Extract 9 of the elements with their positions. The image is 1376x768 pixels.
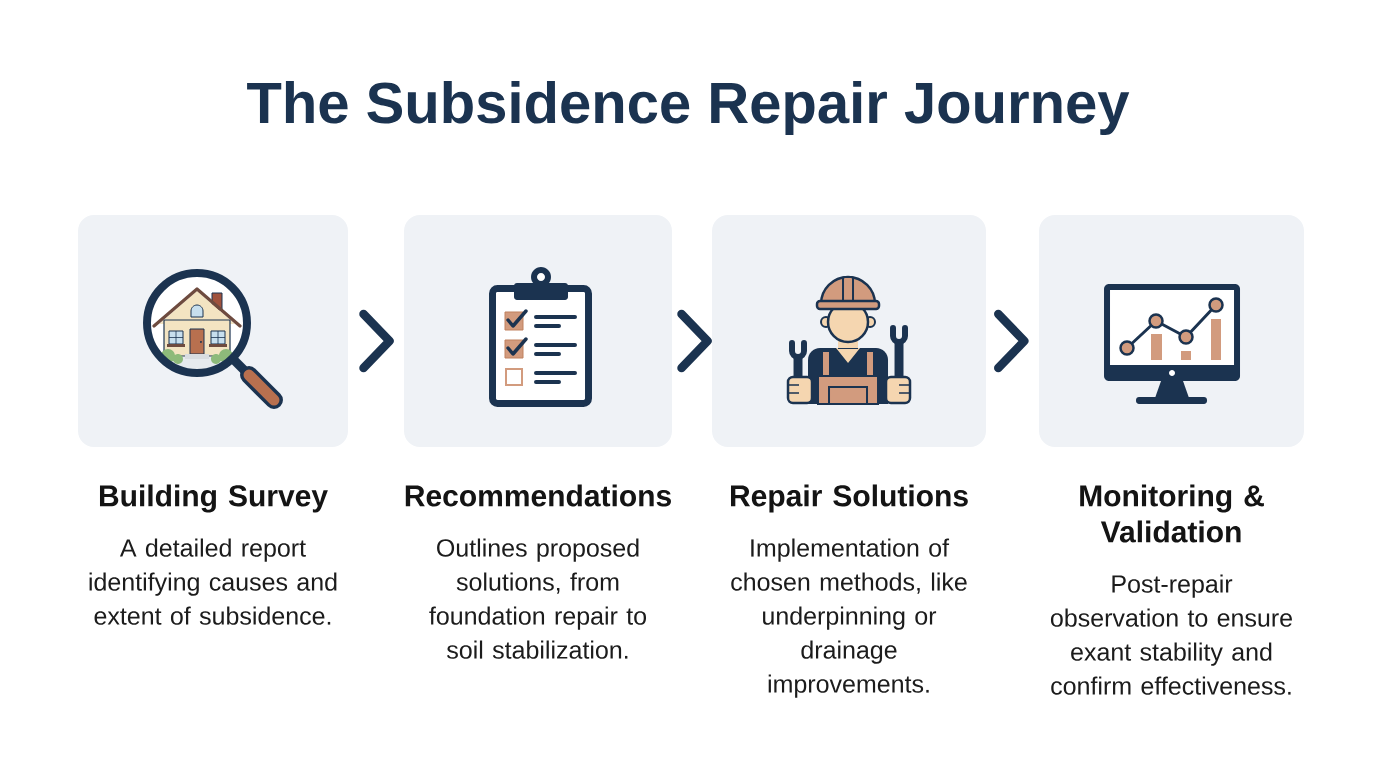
step-heading: Building Survey (100, 484, 328, 513)
step-description: Outlines proposed solutions, from foundation repair to soil stabilization. (429, 538, 646, 659)
step-description: Post-repair observation to ensure exant stability and confirm effectiveness. (1050, 574, 1292, 695)
title: The Subsidence Repair Journey (247, 80, 1130, 136)
step-description: Implementation of chosen methods, like underpinning or drainage improvements. (731, 538, 967, 698)
step-heading: Monitoring & Validation (1080, 484, 1264, 543)
step-heading: Recommendations (405, 484, 671, 507)
step-heading: Repair Solutions (731, 484, 968, 513)
step-description: A detailed report identifying causes and extent of subsidence. (89, 538, 337, 625)
